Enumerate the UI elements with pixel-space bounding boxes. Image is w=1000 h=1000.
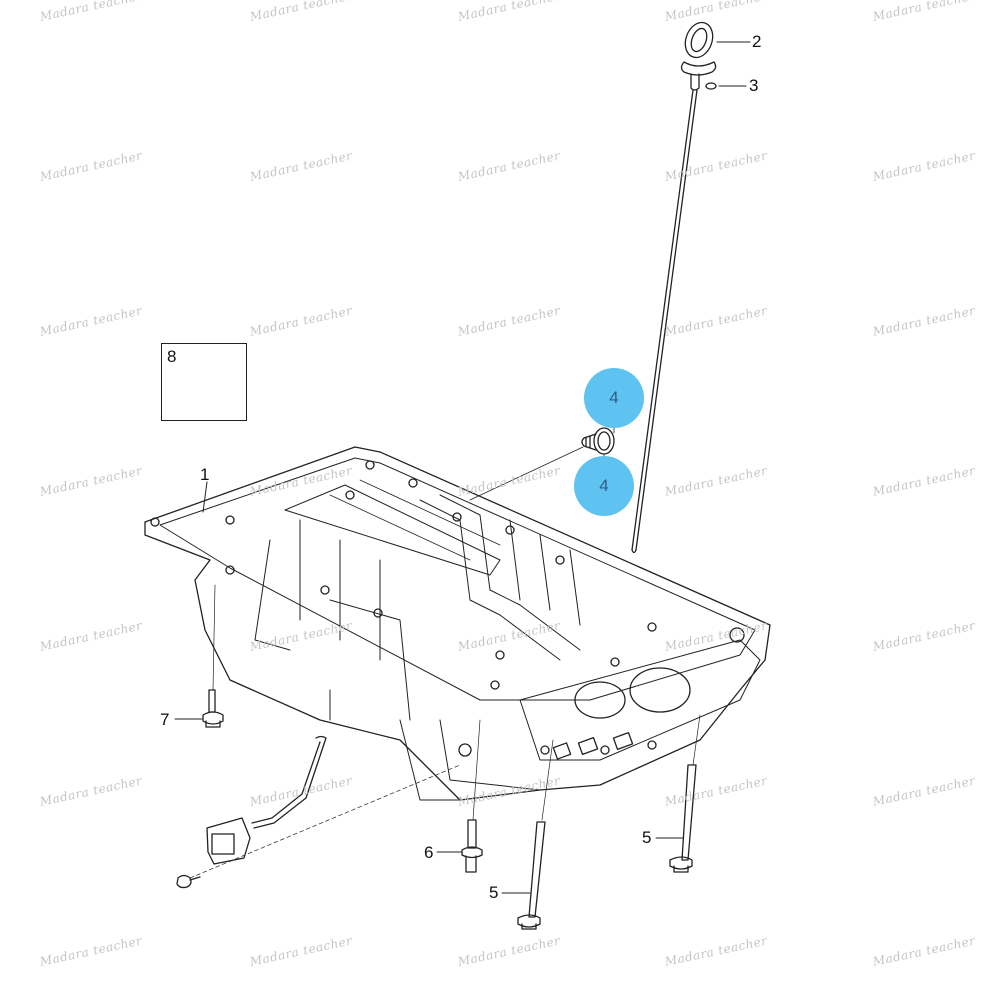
flange-bolt-icon (202, 689, 224, 728)
callout-4-highlight-top[interactable]: 4 (584, 368, 644, 428)
oil-pan-icon (144, 446, 771, 801)
callout-4-highlight-bottom[interactable]: 4 (574, 456, 634, 516)
dipstick-icon (631, 21, 717, 554)
callout-1[interactable]: 1 (200, 465, 210, 484)
callout-4-label: 4 (609, 388, 619, 407)
callout-3[interactable]: 3 (749, 76, 759, 95)
drain-plug-icon (581, 427, 615, 455)
callout-2[interactable]: 2 (752, 32, 762, 51)
callout-4-label: 4 (599, 476, 609, 495)
callout-6[interactable]: 6 (424, 843, 434, 862)
callout-5-front[interactable]: 5 (489, 883, 499, 902)
long-bolt-icon (517, 821, 546, 930)
callout-7[interactable]: 7 (160, 710, 170, 729)
callout-5-right[interactable]: 5 (642, 828, 652, 847)
o-ring-icon (705, 82, 717, 90)
long-bolt-icon (669, 764, 697, 873)
sealant-kit-box: 8 (161, 343, 247, 421)
stud-bolt-icon (461, 819, 483, 873)
callout-8[interactable]: 8 (167, 347, 177, 366)
oil-level-sensor-icon (176, 735, 327, 889)
